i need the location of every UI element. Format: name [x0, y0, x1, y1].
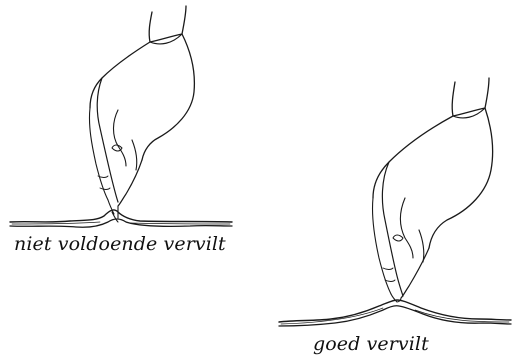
caption-not-sufficiently-felted: niet voldoende vervilt — [14, 233, 226, 255]
panel-not-sufficiently-felted: niet voldoende vervilt — [0, 0, 260, 270]
hand-pinching-felt-icon — [265, 70, 515, 358]
panel-well-felted: goed vervilt — [265, 70, 515, 358]
hand-pinching-felt-icon — [0, 0, 260, 270]
caption-well-felted: goed vervilt — [313, 333, 429, 355]
